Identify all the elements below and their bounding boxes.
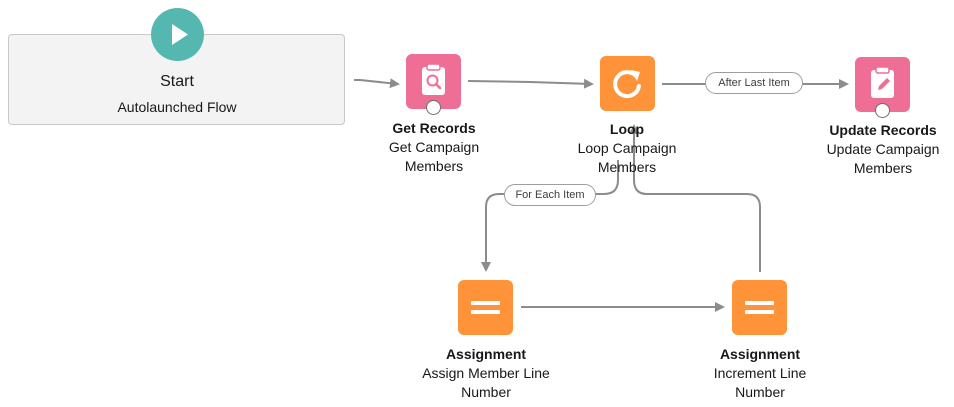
loop-node[interactable]: [600, 56, 655, 111]
assignment-increment-node[interactable]: [732, 280, 787, 335]
play-icon[interactable]: [151, 8, 204, 61]
assignment-increment-title: Assignment: [719, 346, 801, 362]
start-subtitle: Autolaunched Flow: [117, 99, 237, 115]
loop-icon: [613, 70, 641, 99]
record-update-icon: [871, 66, 894, 98]
get-records-label: Get Records Get Campaign Members: [334, 119, 534, 176]
connector-get-records-to-loop: [467, 78, 594, 89]
connector-increment-back-to-loop: [629, 124, 761, 272]
loop-label: Loop Loop Campaign Members: [527, 120, 727, 177]
start-title: Start: [160, 73, 194, 90]
for-each-item-badge[interactable]: For Each Item: [504, 184, 596, 206]
get-records-node[interactable]: [406, 54, 461, 109]
loop-title: Loop: [609, 121, 645, 137]
assignment-increment-description: Increment Line Number: [713, 365, 807, 400]
assignment-icon: [471, 301, 500, 314]
assignment-member-description: Assign Member Line Number: [422, 365, 550, 400]
loop-description: Loop Campaign Members: [577, 140, 677, 175]
get-records-title: Get Records: [392, 120, 476, 136]
update-records-label: Update Records Update Campaign Members: [783, 121, 954, 178]
assignment-member-title: Assignment: [445, 346, 527, 362]
update-records-title: Update Records: [829, 122, 937, 138]
connector-start-to-get-records: [354, 78, 400, 89]
get-records-description: Get Campaign Members: [388, 139, 480, 174]
update-records-end-connector[interactable]: [875, 103, 890, 118]
update-records-description: Update Campaign Members: [826, 141, 940, 176]
assignment-member-label: Assignment Assign Member Line Number: [386, 345, 586, 402]
record-lookup-icon: [422, 63, 445, 95]
assignment-increment-label: Assignment Increment Line Number: [660, 345, 860, 402]
get-records-end-connector[interactable]: [426, 100, 441, 115]
assignment-member-node[interactable]: [458, 280, 513, 335]
update-records-node[interactable]: [855, 57, 910, 112]
after-last-item-badge[interactable]: After Last Item: [705, 72, 803, 94]
assignment-icon: [745, 301, 774, 314]
